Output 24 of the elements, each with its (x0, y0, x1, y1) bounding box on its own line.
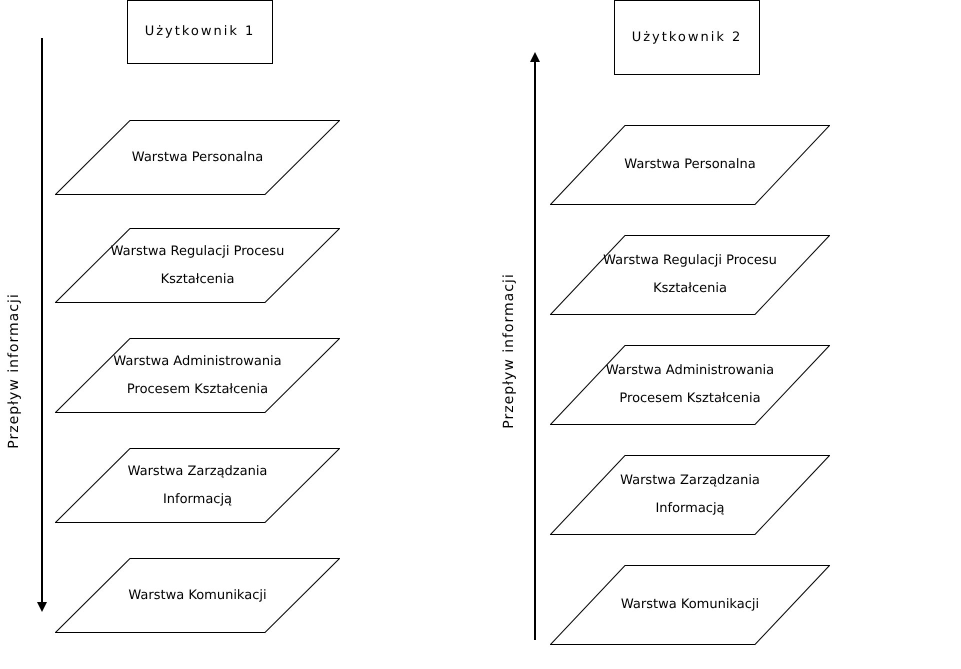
layer-label: Użytkownik 1 (144, 23, 256, 41)
layer-parallelogram (55, 338, 340, 413)
layer-label: Warstwa Regulacji Procesu Kształcenia (602, 252, 778, 298)
layer-label: Warstwa Regulacji Procesu Kształcenia (110, 242, 286, 288)
user-box (127, 0, 273, 64)
layer-parallelogram (55, 228, 340, 303)
layer-label: Warstwa Administrowania Procesem Kształcenia (112, 352, 283, 398)
layer-label: Warstwa Zarządzania Informacją (619, 472, 761, 518)
layer-label: Warstwa Administrowania Procesem Kształcenia (604, 362, 776, 408)
layer-parallelogram (55, 120, 340, 195)
layer-parallelogram (550, 455, 830, 535)
layer-parallelogram (55, 558, 340, 633)
layer-label: Warstwa Zarządzania Informacją (126, 462, 268, 508)
layer-parallelogram (550, 235, 830, 315)
layer-parallelogram (55, 448, 340, 523)
layer-label: Warstwa Personalna (623, 156, 757, 174)
layer-parallelogram (550, 125, 830, 205)
layer-parallelogram (550, 565, 830, 645)
layer-label: Warstwa Komunikacji (620, 596, 760, 614)
user-box (614, 0, 760, 75)
layer-label: Warstwa Komunikacji (127, 586, 268, 604)
layer-parallelogram (550, 345, 830, 425)
layer-label: Użytkownik 2 (632, 28, 742, 46)
layer-label: Warstwa Personalna (130, 148, 264, 166)
